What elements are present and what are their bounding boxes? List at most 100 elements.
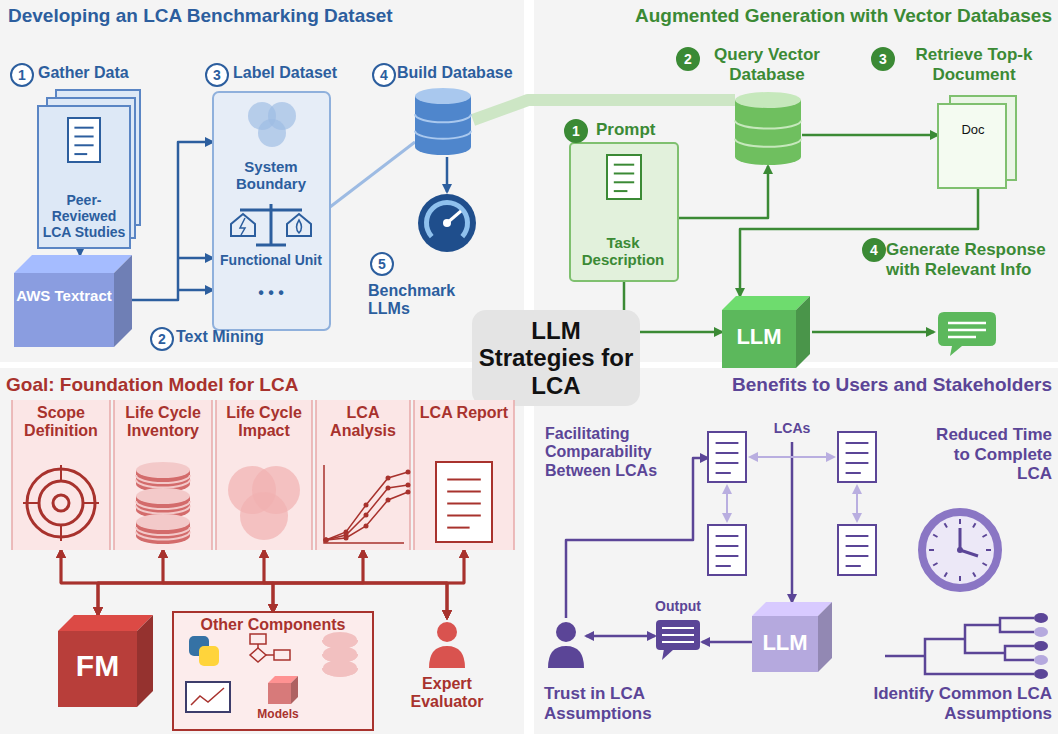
panel-ground [12, 400, 110, 550]
flow-box [250, 634, 266, 644]
cylinder-band [735, 139, 801, 147]
shape-group [885, 613, 1048, 679]
document-line [447, 491, 481, 493]
document-line [447, 527, 469, 529]
chart-dot [406, 483, 411, 488]
document-line [74, 144, 93, 146]
node-shape [414, 400, 514, 550]
cylinder-band [136, 506, 190, 514]
cylinder-band [136, 532, 190, 540]
person-head [556, 622, 576, 642]
chart-series [326, 472, 408, 540]
document-page [838, 432, 876, 482]
connector [586, 636, 655, 637]
connector [163, 550, 447, 618]
cylinder-band [735, 121, 801, 129]
clock-hub [957, 547, 963, 553]
expert-person: Expert Evaluator [402, 615, 492, 725]
cube-front [722, 310, 796, 368]
cylinder-top [323, 646, 357, 662]
document-page [607, 155, 641, 199]
document-page [436, 462, 492, 542]
quadrant-ground [0, 368, 524, 734]
connector [264, 550, 447, 618]
cube-side [818, 602, 832, 672]
python-icon [199, 646, 219, 666]
cube-side [114, 255, 132, 347]
panel-edge [12, 400, 110, 550]
quadrant-heading: Augmented Generation with Vector Databas… [540, 5, 1052, 27]
document-line [74, 153, 87, 155]
clock-tick [945, 523, 948, 527]
target-cross [23, 465, 99, 541]
gauge-hub [443, 219, 451, 227]
connector-line [330, 142, 415, 207]
document-line [716, 442, 739, 444]
cube-top [14, 255, 132, 273]
gauge-arc [424, 200, 470, 238]
chart-dot [364, 524, 369, 529]
chart-dot [324, 538, 329, 543]
step-title: Benchmark LLMs [368, 282, 482, 319]
connector-line [61, 550, 447, 618]
box-label: AWS Textract [16, 287, 112, 304]
cube-top [752, 602, 832, 616]
clock-tick [929, 549, 934, 551]
document-line [846, 462, 869, 464]
panel-edge [316, 400, 410, 550]
document-line [447, 503, 481, 505]
cube-side [796, 296, 810, 368]
connector [132, 142, 213, 300]
tree-leaf [1034, 641, 1048, 651]
stage-title: LCA Report [417, 404, 511, 422]
connector [80, 250, 81, 255]
box-label: Expert Evaluator [402, 675, 492, 712]
quadrant-heading: Goal: Foundation Model for LCA [6, 374, 516, 396]
cube-top [722, 296, 810, 310]
cylinder-body [415, 96, 471, 155]
cube-side [291, 676, 298, 704]
document-stack: Gather DataPeer-Reviewed LCA Studies [30, 62, 160, 250]
shape-group [216, 400, 312, 550]
chart-dot [364, 503, 369, 508]
bubble-line [662, 634, 694, 636]
document-line [614, 172, 634, 174]
cube-front [58, 631, 137, 707]
bubble-line [948, 329, 986, 332]
step-title: Gather Data [38, 64, 158, 82]
clock-tick [933, 563, 937, 566]
connector [61, 550, 447, 618]
callout-number: 3 [205, 63, 229, 87]
tree-leaf [1034, 655, 1048, 665]
venn-circle [240, 492, 288, 540]
cylinder-top [323, 660, 357, 676]
note-label: Text Mining [176, 328, 316, 346]
chart-dot [406, 470, 411, 475]
shape-group [58, 615, 153, 707]
document-line [846, 442, 869, 444]
clock-tick [973, 573, 976, 577]
panel-item: System Boundary [217, 158, 325, 193]
note-label: Facilitating Comparability Between LCAs [545, 425, 685, 480]
quadrant-band: Benefits to Users and StakeholdersLCAsOu… [534, 368, 1058, 734]
icon-label: Models [248, 708, 308, 722]
document-line [716, 535, 739, 537]
compare-arrow [856, 486, 858, 521]
shape-group [173, 612, 373, 730]
cube-front [14, 273, 114, 347]
stage-panel: Scope Definition [12, 400, 110, 550]
callout-number: 4 [372, 63, 396, 87]
bolt-icon [240, 218, 245, 235]
connector [566, 458, 708, 618]
assumption-tree: Identify Common LCA Assumptions [840, 610, 1052, 730]
panel-edge [216, 400, 312, 550]
chart-series [326, 492, 408, 540]
chart-series [326, 485, 408, 540]
prompt-panel [570, 143, 678, 281]
shape-group [38, 90, 140, 248]
lca-documents: LCAs [700, 418, 885, 583]
connector [792, 442, 793, 602]
document-line [74, 127, 93, 129]
connector-line [447, 550, 464, 618]
document-line [716, 565, 731, 567]
